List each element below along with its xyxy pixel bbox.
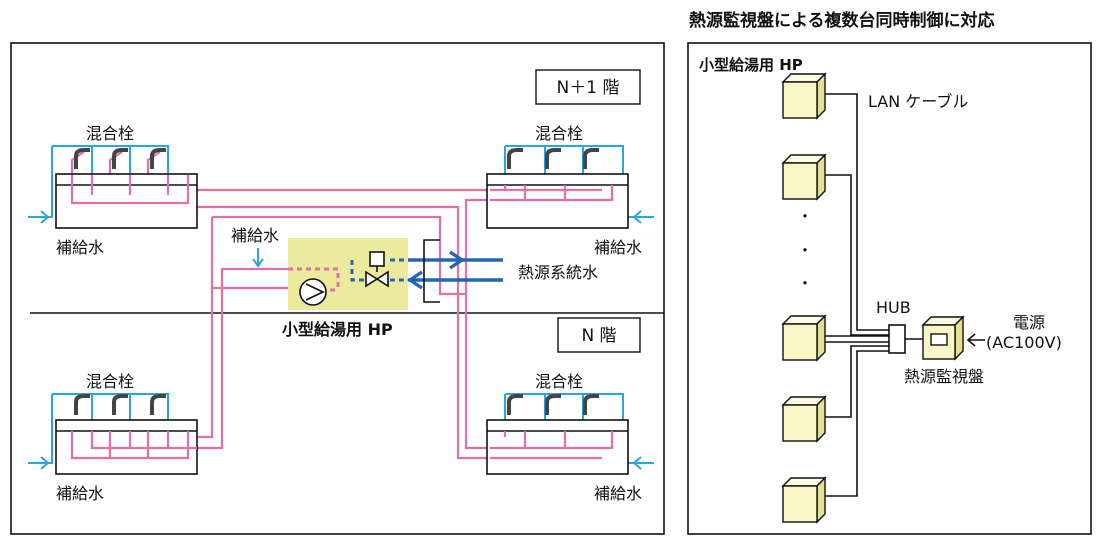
header-title: 熱源監視盤による複数台同時制御に対応 bbox=[689, 10, 995, 31]
pump-icon bbox=[299, 278, 327, 306]
mixer-unit-top-right: 混合栓 補給水 bbox=[486, 124, 654, 257]
hp-device-5 bbox=[781, 476, 827, 524]
ellipsis-dot-1: ・ bbox=[797, 207, 813, 226]
supply-label-bottom-right: 補給水 bbox=[594, 484, 642, 503]
power-label-line2: (AC100V) bbox=[986, 333, 1062, 352]
valve-icon bbox=[365, 251, 389, 288]
heat-source-water-label: 熱源系統水 bbox=[518, 263, 598, 282]
hp-supply-label: 補給水 bbox=[231, 226, 279, 245]
hp-label: 小型給湯用 HP bbox=[282, 320, 393, 339]
ellipsis-dots: ・ ・ ・ bbox=[797, 207, 813, 293]
supply-label-top-left: 補給水 bbox=[56, 238, 104, 257]
floor-label-lower: N 階 bbox=[557, 317, 641, 353]
floor-label-lower-text: N 階 bbox=[581, 326, 616, 346]
mixer-label-bottom-left: 混合栓 bbox=[86, 372, 134, 391]
ellipsis-dot-2: ・ bbox=[797, 241, 813, 260]
power-supply: 電源 (AC100V) bbox=[966, 313, 1062, 352]
network-panel-title: 小型給湯用 HP bbox=[699, 56, 803, 74]
power-label-line1: 電源 bbox=[1013, 313, 1045, 332]
heat-source-piping: 熱源系統水 bbox=[406, 239, 598, 303]
mixer-label-bottom-right: 混合栓 bbox=[535, 372, 583, 391]
heat-source-monitor: 熱源監視盤 bbox=[904, 315, 984, 386]
mixer-unit-bottom-right: 混合栓 補給水 bbox=[486, 372, 654, 503]
mixer-unit-bottom-left: 混合栓 補給水 bbox=[28, 372, 198, 503]
supply-label-top-right: 補給水 bbox=[594, 238, 642, 257]
hp-device-4 bbox=[781, 395, 827, 443]
piping-panel: N＋1 階 N 階 混合栓 bbox=[10, 42, 665, 535]
small-hp-unit: 補給水 小型給湯用 HP bbox=[231, 226, 408, 339]
hub-device: HUB bbox=[876, 298, 911, 354]
hub-label: HUB bbox=[876, 298, 911, 317]
network-panel: 小型給湯用 HP bbox=[687, 42, 1092, 535]
monitor-label: 熱源監視盤 bbox=[904, 367, 984, 386]
mixer-unit-top-left: 混合栓 補給水 bbox=[28, 124, 198, 257]
ellipsis-dot-3: ・ bbox=[797, 274, 813, 293]
mixer-label-top-left: 混合栓 bbox=[86, 124, 134, 143]
hot-water-piping bbox=[197, 188, 487, 460]
supply-label-bottom-left: 補給水 bbox=[56, 484, 104, 503]
floor-label-upper-text: N＋1 階 bbox=[557, 78, 620, 98]
mixer-label-top-right: 混合栓 bbox=[535, 124, 583, 143]
lan-cable-wiring bbox=[825, 93, 923, 497]
hp-device-1 bbox=[781, 72, 827, 120]
lan-cable-label: LAN ケーブル bbox=[868, 92, 968, 111]
hp-device-2 bbox=[781, 153, 827, 201]
floor-label-upper: N＋1 階 bbox=[535, 69, 641, 105]
hp-device-3 bbox=[781, 314, 827, 362]
